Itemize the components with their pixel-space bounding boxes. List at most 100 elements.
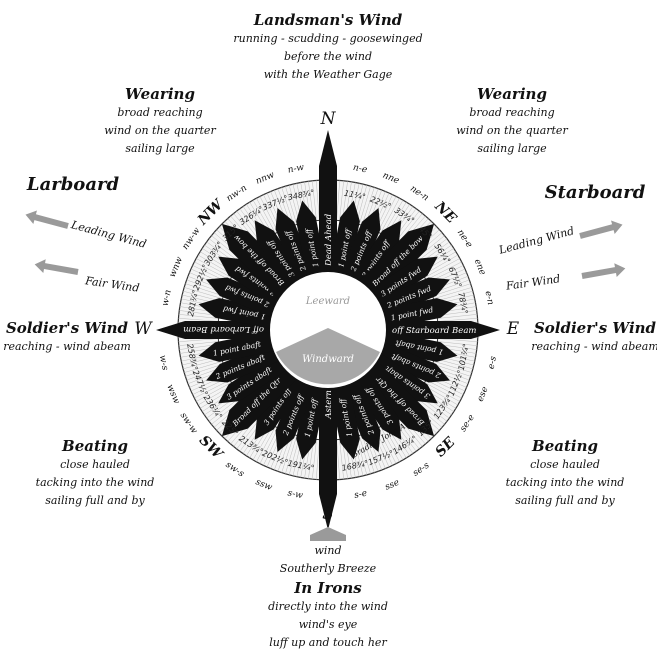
hatch-line bbox=[339, 439, 344, 480]
spoke-point bbox=[221, 223, 298, 300]
spoke-point bbox=[384, 321, 500, 339]
starboard-leading-arrow bbox=[579, 220, 623, 239]
text-line: directly into the wind bbox=[268, 600, 388, 613]
arrow-shape bbox=[34, 259, 79, 275]
compass-point-label: nne bbox=[381, 171, 400, 187]
spoke-point bbox=[350, 220, 402, 289]
hatch-line bbox=[336, 180, 341, 221]
text-line: wind's eye bbox=[298, 618, 358, 631]
compass-point-label: s-w bbox=[287, 488, 304, 501]
spoke-point bbox=[254, 220, 306, 289]
hatch-line bbox=[178, 341, 219, 346]
compass-point-label: w-n bbox=[161, 289, 174, 307]
spoke: off Larboard Beam bbox=[156, 321, 272, 339]
arrow-shape bbox=[581, 263, 626, 279]
larboard-fair-arrow bbox=[34, 259, 79, 275]
text-line: luff up and touch her bbox=[269, 636, 387, 649]
spoke-point bbox=[319, 130, 337, 274]
hatch-line bbox=[359, 186, 371, 225]
text-line: close hauled bbox=[530, 458, 600, 471]
wearing-right-block: Wearing broad reaching wind on the quart… bbox=[437, 84, 587, 158]
hatch-line bbox=[285, 186, 297, 225]
spoke-point bbox=[206, 277, 281, 318]
spoke-point bbox=[369, 256, 438, 308]
spoke-point bbox=[375, 342, 450, 383]
cardinal-label: S bbox=[322, 504, 334, 524]
windward-label: Windward bbox=[302, 354, 354, 365]
spoke: off Starboard Beam bbox=[384, 321, 500, 339]
compass-point-label: sw-s bbox=[224, 460, 246, 480]
hatch-line bbox=[312, 439, 317, 480]
in-irons-block: wind Southerly Breeze In Irons directly … bbox=[240, 542, 416, 652]
wind-arrow-label: wind bbox=[314, 544, 342, 557]
compass-point-label: s-e bbox=[353, 489, 368, 501]
text-line: broad reaching bbox=[469, 106, 555, 119]
spoke-point bbox=[369, 352, 438, 404]
compass-point-label: nw-n bbox=[225, 183, 249, 204]
text-line: running - scudding - goosewinged bbox=[233, 32, 423, 45]
wearing-left-block: Wearing broad reaching wind on the quart… bbox=[85, 84, 235, 158]
compass-point-label: ssw bbox=[254, 477, 274, 493]
beating-title: Beating bbox=[532, 437, 598, 455]
compass-point-label: n-e bbox=[352, 163, 368, 176]
compass-point-label: sw-w bbox=[178, 411, 199, 436]
hatch-line bbox=[424, 382, 460, 402]
hatch-line bbox=[432, 283, 471, 297]
hatch-line bbox=[437, 314, 478, 319]
spoke-point bbox=[319, 386, 337, 530]
compass-point-label: nnw bbox=[254, 170, 276, 187]
larboard-leading-arrow bbox=[25, 210, 69, 229]
hatch-line bbox=[178, 317, 219, 322]
text-line: reaching - wind abeam bbox=[531, 340, 657, 353]
hatch-line bbox=[185, 363, 224, 377]
hatch-line bbox=[380, 198, 400, 234]
spoke: 1 point off bbox=[296, 200, 327, 278]
compass-point-label: wsw bbox=[164, 383, 181, 406]
hatch-line bbox=[256, 426, 276, 462]
hatch-line bbox=[315, 180, 320, 221]
spoke-point bbox=[254, 371, 306, 440]
in-irons-title: In Irons bbox=[294, 579, 362, 597]
cardinal-label: N bbox=[320, 109, 337, 129]
landsmans-wind-title: Landsman's Wind bbox=[253, 11, 403, 29]
landsmans-wind-block: Landsman's Wind running - scudding - goo… bbox=[200, 10, 456, 84]
compass-point-label: SW bbox=[196, 433, 226, 463]
wearing-title: Wearing bbox=[477, 85, 547, 103]
text-line: tacking into the wind bbox=[35, 476, 155, 489]
text-line: with the Weather Gage bbox=[263, 68, 393, 81]
hatch-line bbox=[437, 338, 478, 343]
compass-point-label: SE bbox=[432, 434, 458, 460]
compass-point-label: w-s bbox=[157, 354, 170, 371]
compass-point-label: ese bbox=[476, 385, 491, 403]
degree-label: 78¾° bbox=[456, 292, 469, 315]
hatch-line bbox=[361, 434, 375, 473]
text-line: wind on the quarter bbox=[456, 124, 568, 137]
spoke-point bbox=[296, 200, 327, 278]
compass-point-label: n-w bbox=[287, 163, 305, 176]
spoke-point bbox=[275, 377, 316, 452]
hatch-line bbox=[185, 283, 224, 297]
compass-point-label: e-s bbox=[487, 355, 499, 370]
hatch-line bbox=[312, 180, 317, 221]
hatch-line bbox=[285, 435, 297, 474]
compass-point-label: ne-e bbox=[455, 228, 474, 250]
hatch-line bbox=[196, 382, 232, 402]
spoke-point bbox=[156, 321, 272, 339]
hatch-line bbox=[315, 439, 320, 480]
spoke-point bbox=[218, 352, 287, 404]
compass-point-label: e-n bbox=[483, 290, 496, 306]
soldiers-wind-left: Soldier's Wind reaching - wind abeam bbox=[2, 318, 132, 356]
spoke: Dead Ahead bbox=[319, 130, 337, 274]
hatch-line bbox=[259, 427, 279, 464]
spoke-label: Astern bbox=[324, 390, 334, 419]
starboard-title: Starboard bbox=[544, 182, 646, 203]
arrow-shape bbox=[25, 210, 69, 229]
compass-point-label: wnw bbox=[168, 255, 185, 279]
larboard-title: Larboard bbox=[26, 174, 120, 195]
beating-left-block: Beating close hauled tacking into the wi… bbox=[20, 436, 170, 510]
hatch-line bbox=[194, 261, 231, 281]
hatch-line bbox=[281, 434, 295, 473]
hatch-line bbox=[339, 180, 344, 221]
hatch-line bbox=[424, 258, 460, 278]
hatch-line bbox=[437, 341, 478, 346]
